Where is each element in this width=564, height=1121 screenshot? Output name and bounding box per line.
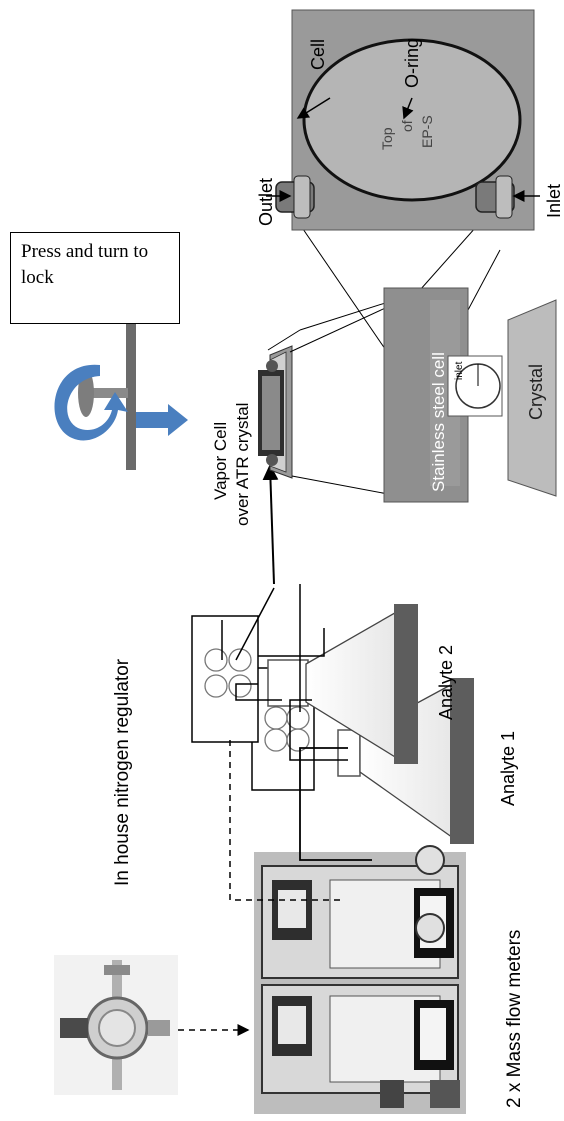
crystal-label: Crystal [526, 364, 546, 420]
top-label-1: Top [379, 127, 395, 150]
flow-schematic-box-2 [192, 616, 258, 742]
oring-label: O-ring [402, 38, 422, 88]
inlet-small-label: inlet [454, 361, 465, 380]
cell-label: Cell [308, 39, 328, 70]
inlet-label: Inlet [544, 184, 564, 218]
analyte-2-label: Analyte 2 [436, 645, 456, 720]
analyte-1-label: Analyte 1 [498, 731, 518, 806]
vapor-cell-label: Vapor Cell [211, 422, 230, 500]
stainless-steel-label: Stainless steel cell [429, 352, 448, 492]
top-label-3: EP-S [419, 115, 435, 148]
mass-flow-label: 2 x Mass flow meters [504, 930, 525, 1108]
press-turn-lock-icon [54, 310, 188, 470]
mass-flow-meters-image [254, 846, 466, 1114]
top-label-2: of [399, 120, 415, 132]
regulator-label: In house nitrogen regulator [112, 658, 133, 886]
nitrogen-regulator-image [54, 955, 178, 1095]
atr-label: over ATR crystal [233, 403, 252, 526]
outlet-label: Outlet [256, 178, 276, 226]
press-turn-lock-note: Press and turn to lock [10, 232, 180, 324]
vapor-cell [258, 346, 292, 478]
